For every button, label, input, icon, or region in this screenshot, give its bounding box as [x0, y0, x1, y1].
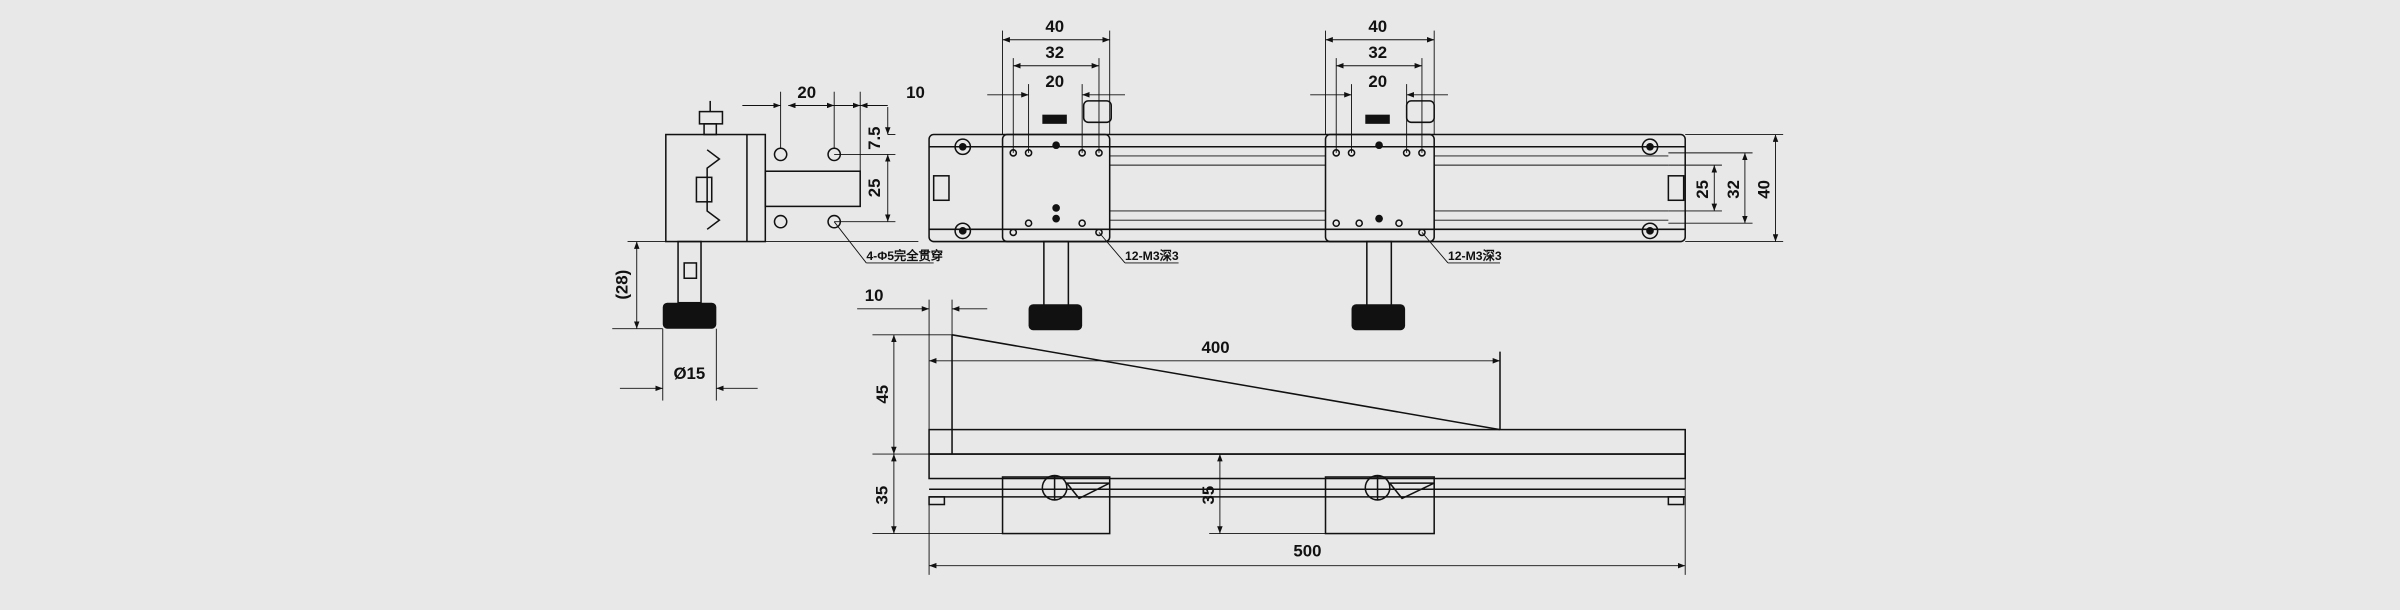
dim-400: 400 — [1202, 338, 1230, 357]
dim-10: 10 — [865, 286, 884, 305]
dim-7-5: 7.5 — [865, 126, 884, 149]
dim-10: 10 — [906, 83, 925, 102]
dim-32: 32 — [1368, 43, 1387, 62]
dim-32: 32 — [1045, 43, 1064, 62]
dim-32: 32 — [1724, 180, 1743, 199]
dim-dia15: Ø15 — [673, 364, 705, 383]
end-view: 20 10 7.5 25 4-Φ5完全贯穿 (28) Ø15 — [612, 83, 943, 401]
dim-35-inner: 35 — [1199, 486, 1218, 505]
front-view: 10 400 45 35 35 500 — [857, 286, 1686, 575]
dim-45: 45 — [873, 385, 892, 404]
dim-35: 35 — [873, 486, 892, 505]
carriage-2: 40 32 20 12-M3深3 — [1310, 17, 1502, 331]
dim-25: 25 — [865, 179, 884, 198]
dim-40: 40 — [1045, 17, 1064, 36]
dim-500: 500 — [1293, 542, 1321, 561]
dim-20: 20 — [1045, 72, 1064, 91]
thread-note: 12-M3深3 — [1448, 248, 1502, 263]
dim-40: 40 — [1754, 180, 1773, 199]
carriage-1: 40 32 20 12-M3深3 — [987, 17, 1179, 331]
holes-note: 4-Φ5完全贯穿 — [866, 248, 943, 263]
top-view: 40 32 20 12-M3深3 40 32 20 12-M3深3 25 32 … — [928, 17, 1784, 331]
dim-20: 20 — [1368, 72, 1387, 91]
dim-20: 20 — [797, 83, 816, 102]
dim-28: (28) — [613, 270, 632, 300]
thread-note: 12-M3深3 — [1125, 248, 1179, 263]
dim-25: 25 — [1693, 180, 1712, 199]
dim-40: 40 — [1368, 17, 1387, 36]
